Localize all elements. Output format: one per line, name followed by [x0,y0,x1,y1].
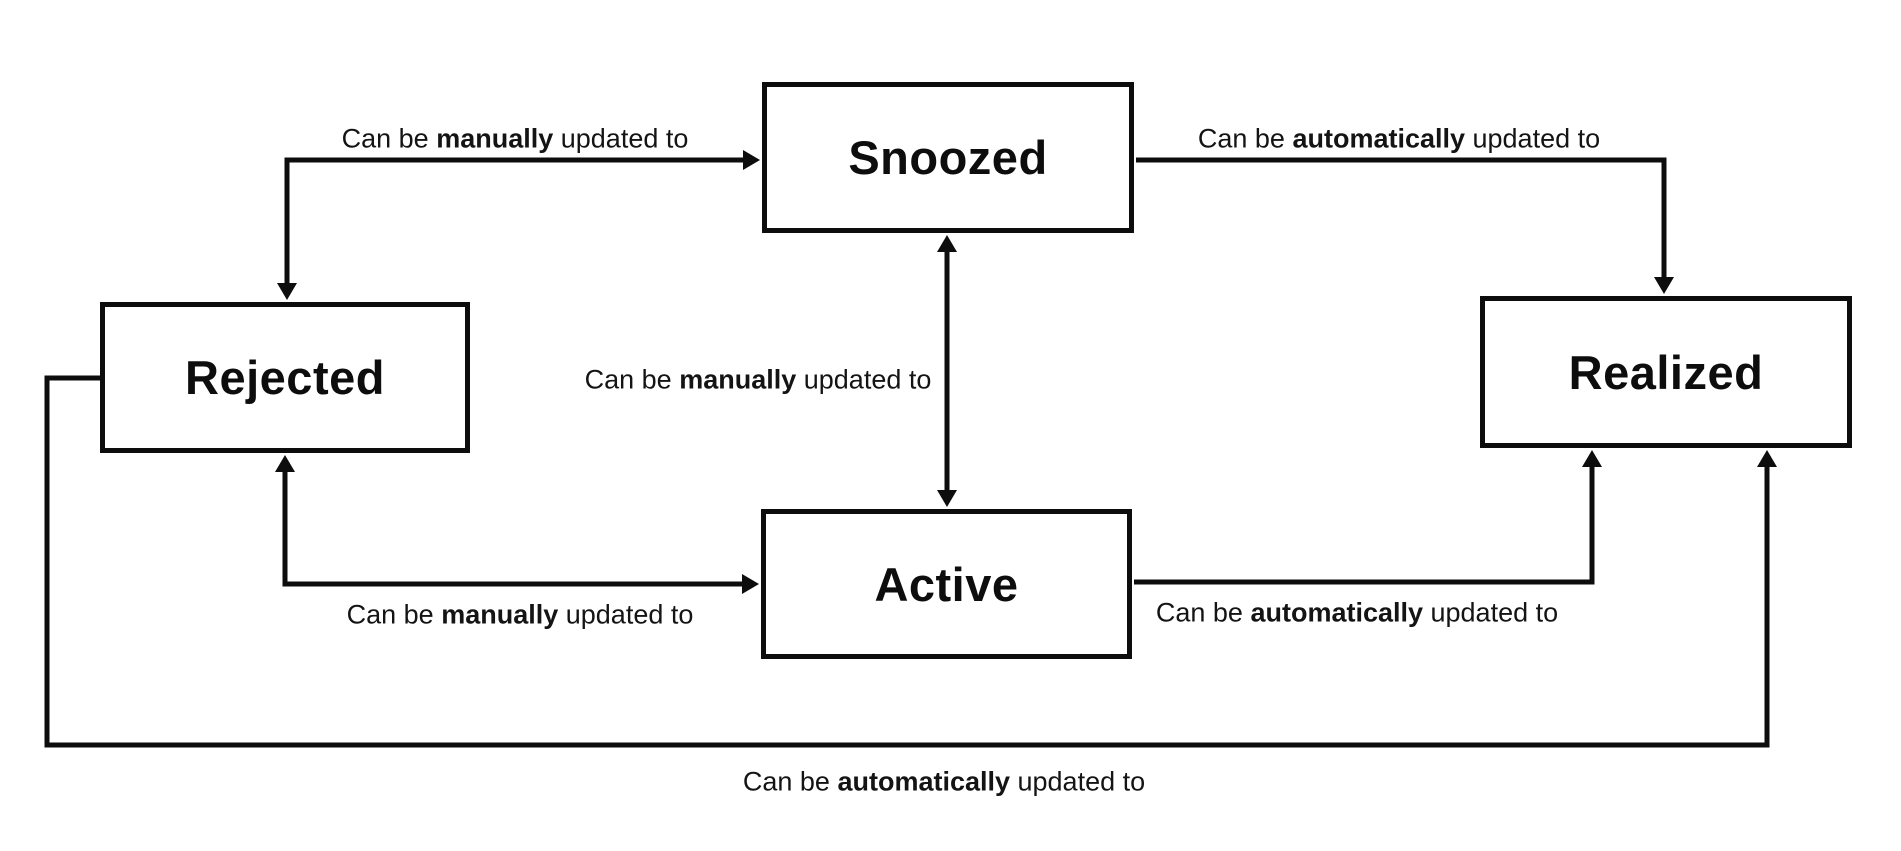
edge-rejected-realized [44,375,1777,748]
edge-label-post: updated to [553,123,689,154]
edge-label-rejected-snoozed: Can be manually updated to [342,124,689,155]
state-label-realized: Realized [1568,345,1764,399]
edge-label-pre: Can be [584,364,680,395]
state-node-active: Active [761,509,1132,659]
edge-label-snoozed-realized: Can be automatically updated to [1198,124,1600,155]
edge-label-post: updated to [558,599,694,630]
edge-label-emphasis: automatically [837,766,1011,797]
edge-snoozed-realized [1136,157,1674,294]
edge-active-realized [1134,450,1602,585]
state-label-snoozed: Snoozed [848,131,1048,184]
state-node-snoozed: Snoozed [762,82,1134,233]
edge-label-pre: Can be [1197,123,1293,154]
edge-label-pre: Can be [742,766,838,797]
edge-label-rejected-realized: Can be automatically updated to [743,767,1145,798]
state-node-rejected: Rejected [100,302,470,453]
edge-label-rejected-active: Can be manually updated to [347,600,694,631]
edge-label-emphasis: manually [436,123,554,154]
edge-rejected-snoozed [277,150,760,300]
edge-label-post: updated to [1423,597,1559,628]
edge-label-post: updated to [1465,123,1601,154]
edge-label-emphasis: manually [679,364,797,395]
edge-label-pre: Can be [346,599,442,630]
edge-label-snoozed-active: Can be manually updated to [585,365,932,396]
edge-snoozed-active [937,235,957,507]
state-label-active: Active [874,557,1019,611]
edge-label-pre: Can be [341,123,437,154]
edge-label-post: updated to [1010,766,1146,797]
edge-label-emphasis: manually [441,599,559,630]
state-node-realized: Realized [1480,296,1852,448]
edge-label-active-realized: Can be automatically updated to [1156,598,1558,629]
edge-label-emphasis: automatically [1292,123,1466,154]
edge-label-pre: Can be [1155,597,1251,628]
state-label-rejected: Rejected [185,351,385,404]
edge-label-post: updated to [796,364,932,395]
edge-rejected-active [275,455,759,594]
edge-label-emphasis: automatically [1250,597,1424,628]
